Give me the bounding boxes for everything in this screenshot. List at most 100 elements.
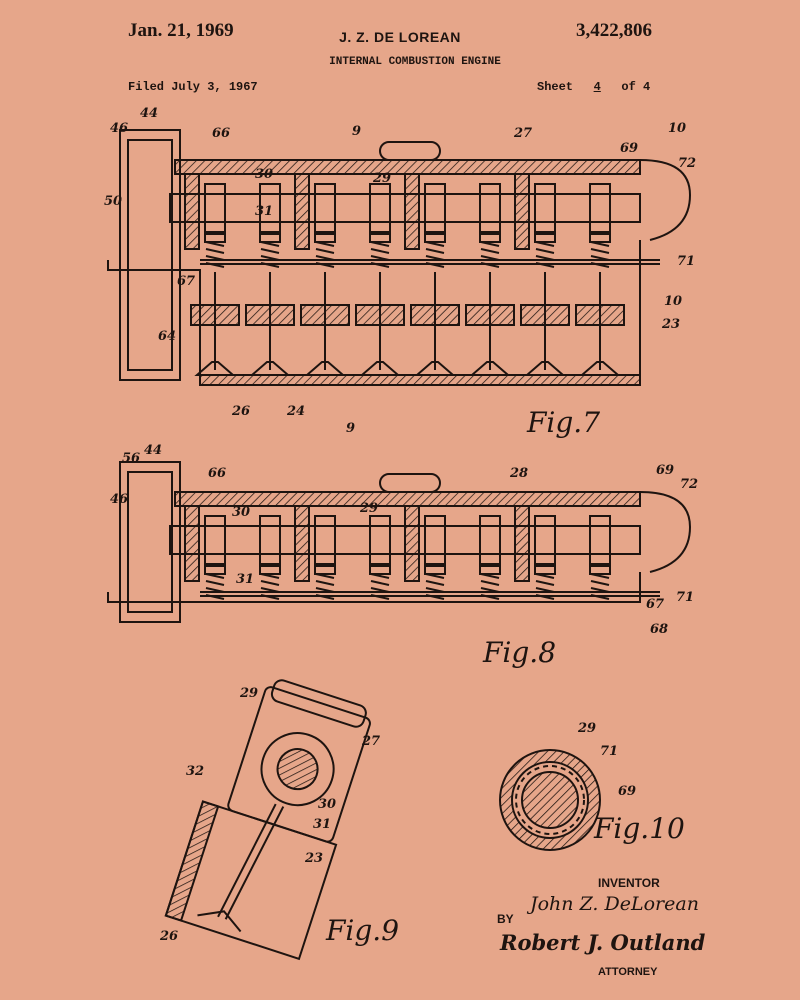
timing-gear (127, 139, 173, 371)
reference-numeral: 10 (668, 121, 686, 136)
reference-numeral: 69 (618, 784, 636, 799)
cam-lobe (589, 183, 611, 233)
camshaft-section (276, 748, 319, 791)
valve-spring (205, 580, 225, 586)
reference-numeral: 26 (159, 929, 178, 944)
head-outline (107, 572, 641, 603)
port-wall (410, 304, 460, 326)
head-deck (199, 374, 641, 386)
reference-numeral: 46 (110, 121, 128, 136)
cam-lobe (314, 515, 336, 565)
reference-numeral: 30 (318, 797, 336, 812)
valve-tappet (534, 233, 556, 243)
valve-tappet (589, 565, 611, 575)
head-wall (164, 800, 220, 922)
reference-numeral: 27 (361, 734, 380, 749)
inventor-name: J. Z. DE LOREAN (339, 29, 461, 45)
valve-stem (224, 806, 285, 920)
valve-spring (260, 248, 280, 254)
cam-lobe (369, 515, 391, 565)
reference-numeral: 67 (646, 597, 664, 612)
cam-lobe (204, 183, 226, 233)
valve-tappet (369, 233, 391, 243)
reference-numeral: 72 (678, 156, 696, 171)
valve-spring (535, 248, 555, 254)
cam-cover (175, 159, 692, 241)
reference-numeral: 72 (680, 477, 698, 492)
sheet-prefix: Sheet (537, 80, 574, 94)
port-wall (300, 304, 350, 326)
valve-tappet (204, 233, 226, 243)
cam-lobe (589, 515, 611, 565)
reference-numeral: 71 (676, 590, 694, 605)
reference-numeral: 9 (346, 421, 355, 436)
valve-spring (480, 248, 500, 254)
valve-stem (217, 803, 277, 918)
attorney-signature: Robert J. Outland (500, 930, 706, 955)
cam-lobe (479, 183, 501, 233)
reference-numeral: 31 (236, 572, 254, 587)
reference-numeral: 66 (212, 126, 230, 141)
inventor-label: INVENTOR (598, 876, 660, 890)
valve-spring (260, 580, 280, 586)
port-wall (245, 304, 295, 326)
reference-numeral: 50 (104, 194, 122, 209)
sheet-info: Sheet 4 of 4 (537, 80, 650, 94)
attorney-label: ATTORNEY (598, 966, 658, 978)
timing-cover (119, 461, 181, 623)
valve-tappet (589, 233, 611, 243)
reference-numeral: 44 (140, 106, 158, 121)
reference-numeral: 67 (177, 274, 195, 289)
valve-tappet (424, 233, 446, 243)
valve-tappet (259, 565, 281, 575)
oil-cap (379, 141, 441, 161)
sheet-number: 4 (593, 80, 601, 94)
bearing-web (514, 173, 530, 250)
reference-numeral: 71 (600, 744, 618, 759)
valve-spring (425, 248, 445, 254)
valve-spring (590, 248, 610, 254)
valve-spring (590, 580, 610, 586)
cam-lobe (534, 515, 556, 565)
timing-cover (119, 129, 181, 381)
shaft-section (521, 771, 579, 829)
cam-lobe (259, 515, 281, 565)
cam-cover (175, 491, 692, 573)
bearing-web (404, 173, 420, 250)
valve-tappet (424, 565, 446, 575)
port-wall (190, 304, 240, 326)
cam-lobe (424, 515, 446, 565)
figure-caption: Fig.9 (325, 914, 399, 947)
reference-numeral: 46 (110, 492, 128, 507)
oil-groove (515, 765, 585, 835)
fig9-body (164, 679, 371, 961)
cam-lobe (204, 515, 226, 565)
valve-head (197, 910, 242, 933)
patent-date: Jan. 21, 1969 (128, 20, 234, 41)
reference-numeral: 26 (231, 404, 250, 419)
reference-numeral: 31 (313, 817, 331, 832)
valve-spring (205, 248, 225, 254)
valve-spring (480, 580, 500, 586)
by-label: BY (497, 912, 514, 926)
port-wall (520, 304, 570, 326)
reference-numeral: 24 (286, 404, 305, 419)
filed-date: Filed July 3, 1967 (128, 80, 258, 94)
port-wall (575, 304, 625, 326)
reference-numeral: 23 (661, 317, 680, 332)
patent-number: 3,422,806 (576, 20, 652, 41)
bearing-web (514, 505, 530, 582)
cam-lobe (314, 183, 336, 233)
figure-caption: Fig.10 (593, 812, 685, 845)
valve-tappet (534, 565, 556, 575)
bearing-web (184, 505, 200, 582)
oil-cap (379, 473, 441, 493)
port-wall (465, 304, 515, 326)
cam-lobe (259, 183, 281, 233)
reference-numeral: 23 (304, 851, 323, 866)
valve-spring (370, 580, 390, 586)
reference-numeral: 27 (513, 126, 532, 141)
valve-tappet (479, 233, 501, 243)
figure-10-camshaft-section (499, 749, 601, 851)
